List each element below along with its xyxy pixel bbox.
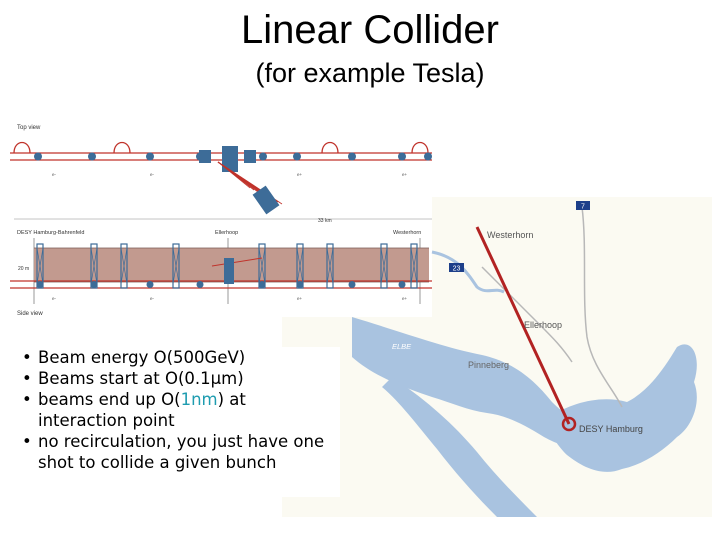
side-module	[296, 281, 304, 288]
length-label: 33 km	[318, 218, 332, 224]
top-module	[34, 152, 42, 161]
bullet-text: no recirculation, you just have one shot…	[38, 432, 325, 472]
extraction-line-side	[211, 257, 263, 267]
location-map: 7 23 Westerhorn Ellerhoop Pinneberg DESY…	[282, 197, 712, 517]
highlighted-value: 1nm	[180, 390, 218, 409]
access-tower	[410, 243, 418, 289]
interaction-hall-top	[222, 146, 238, 172]
access-tower-brace	[258, 247, 266, 285]
damping-loop	[113, 141, 131, 154]
access-tower	[326, 243, 334, 289]
hamburg-city-area	[549, 344, 697, 472]
collider-layout-diagram: Top view e- e- e+ e+ 33 km DESY Hamburg-…	[10, 125, 432, 317]
bullet-dot: •	[22, 432, 32, 451]
bullet-item: • beams end up O(1nm) at interaction poi…	[22, 389, 340, 431]
damping-loop	[321, 141, 339, 154]
top-module-block	[244, 150, 256, 163]
side-module	[348, 281, 356, 288]
pinnau-river	[431, 250, 505, 294]
side-module	[398, 281, 406, 288]
elbe-river	[352, 317, 602, 449]
place-westerhorn: Westerhorn	[487, 230, 533, 240]
top-module	[88, 152, 96, 161]
side-module	[196, 281, 204, 288]
road-sign-23	[449, 263, 464, 272]
access-tower-brace	[172, 247, 180, 285]
site-label-ellerhoop: Ellerhoop	[215, 230, 238, 236]
access-tower-brace	[120, 247, 128, 285]
access-towers	[36, 243, 418, 289]
site-label-westerhorn: Westerhorn	[393, 230, 421, 236]
top-module	[424, 152, 432, 161]
slide-subtitle: (for example Tesla)	[255, 58, 485, 88]
access-tower	[380, 243, 388, 289]
motorway-23	[481, 266, 573, 363]
top-module	[348, 152, 356, 161]
interaction-hall-side	[224, 258, 234, 284]
top-module	[259, 152, 267, 161]
elbe-river-lower	[382, 377, 537, 517]
top-module-block	[199, 150, 211, 163]
bullet-text: Beams start at O(0.1μm)	[38, 369, 244, 388]
access-tower	[120, 243, 128, 289]
beam-dump-top	[252, 185, 280, 215]
top-module	[293, 152, 301, 161]
top-module	[398, 152, 406, 161]
side-view-label: Side view	[17, 311, 43, 317]
side-module	[90, 281, 98, 288]
side-beam-label-2: e-	[150, 296, 155, 301]
bullet-dot: •	[22, 390, 32, 409]
collider-route-line	[475, 226, 571, 425]
bullet-text-continued: ) at interaction point	[38, 390, 246, 430]
top-view-label: Top view	[17, 125, 41, 131]
side-beam-label-1: e-	[52, 296, 57, 301]
bullet-text: Beam energy O(500GeV)	[38, 348, 246, 367]
side-beam-label-4: e+	[402, 296, 408, 301]
river-label-elbe: ELBE	[392, 342, 412, 351]
access-tower-brace	[410, 247, 418, 285]
road-sign-23-label: 23	[453, 266, 461, 273]
side-module	[258, 281, 266, 288]
height-label: 20 m	[18, 266, 29, 272]
top-module	[146, 152, 154, 161]
bullet-item: • Beams start at O(0.1μm)	[22, 368, 340, 389]
side-module	[146, 281, 154, 288]
site-label-bahrenfeld: DESY Hamburg-Bahrenfeld	[17, 230, 84, 236]
motorway-7	[581, 206, 623, 408]
bullet-dot: •	[22, 348, 32, 367]
top-beam-label-3: e+	[297, 172, 303, 177]
access-tower	[172, 243, 180, 289]
bullet-item: • Beam energy O(500GeV)	[22, 347, 340, 368]
damping-loop	[411, 141, 429, 154]
access-tower-brace	[90, 247, 98, 285]
bullet-text: beams end up O(	[38, 390, 181, 409]
place-desy-hamburg: DESY Hamburg	[579, 424, 643, 434]
top-beam-label-2: e-	[150, 172, 155, 177]
bullet-list: • Beam energy O(500GeV) • Beams start at…	[22, 347, 340, 497]
damping-loop	[13, 141, 31, 154]
access-tower-brace	[296, 247, 304, 285]
access-tower-brace	[380, 247, 388, 285]
top-view-modules	[34, 150, 432, 163]
access-tower-brace	[326, 247, 334, 285]
slide-title: Linear Collider	[241, 8, 499, 52]
bullet-dot: •	[22, 369, 32, 388]
bullet-item: • no recirculation, you just have one sh…	[22, 431, 340, 473]
top-beam-label-1: e-	[52, 172, 57, 177]
road-sign-7	[576, 201, 590, 210]
desy-site-marker	[561, 416, 577, 432]
side-module	[36, 281, 44, 288]
side-beam-label-3: e+	[297, 296, 303, 301]
place-pinneberg: Pinneberg	[468, 360, 509, 370]
access-tower-brace	[36, 247, 44, 285]
top-beam-label-4: e+	[402, 172, 408, 177]
damping-loops	[13, 141, 429, 154]
place-ellerhoop: Ellerhoop	[524, 320, 562, 330]
side-view-modules	[36, 281, 406, 288]
road-sign-7-label: 7	[581, 204, 585, 211]
